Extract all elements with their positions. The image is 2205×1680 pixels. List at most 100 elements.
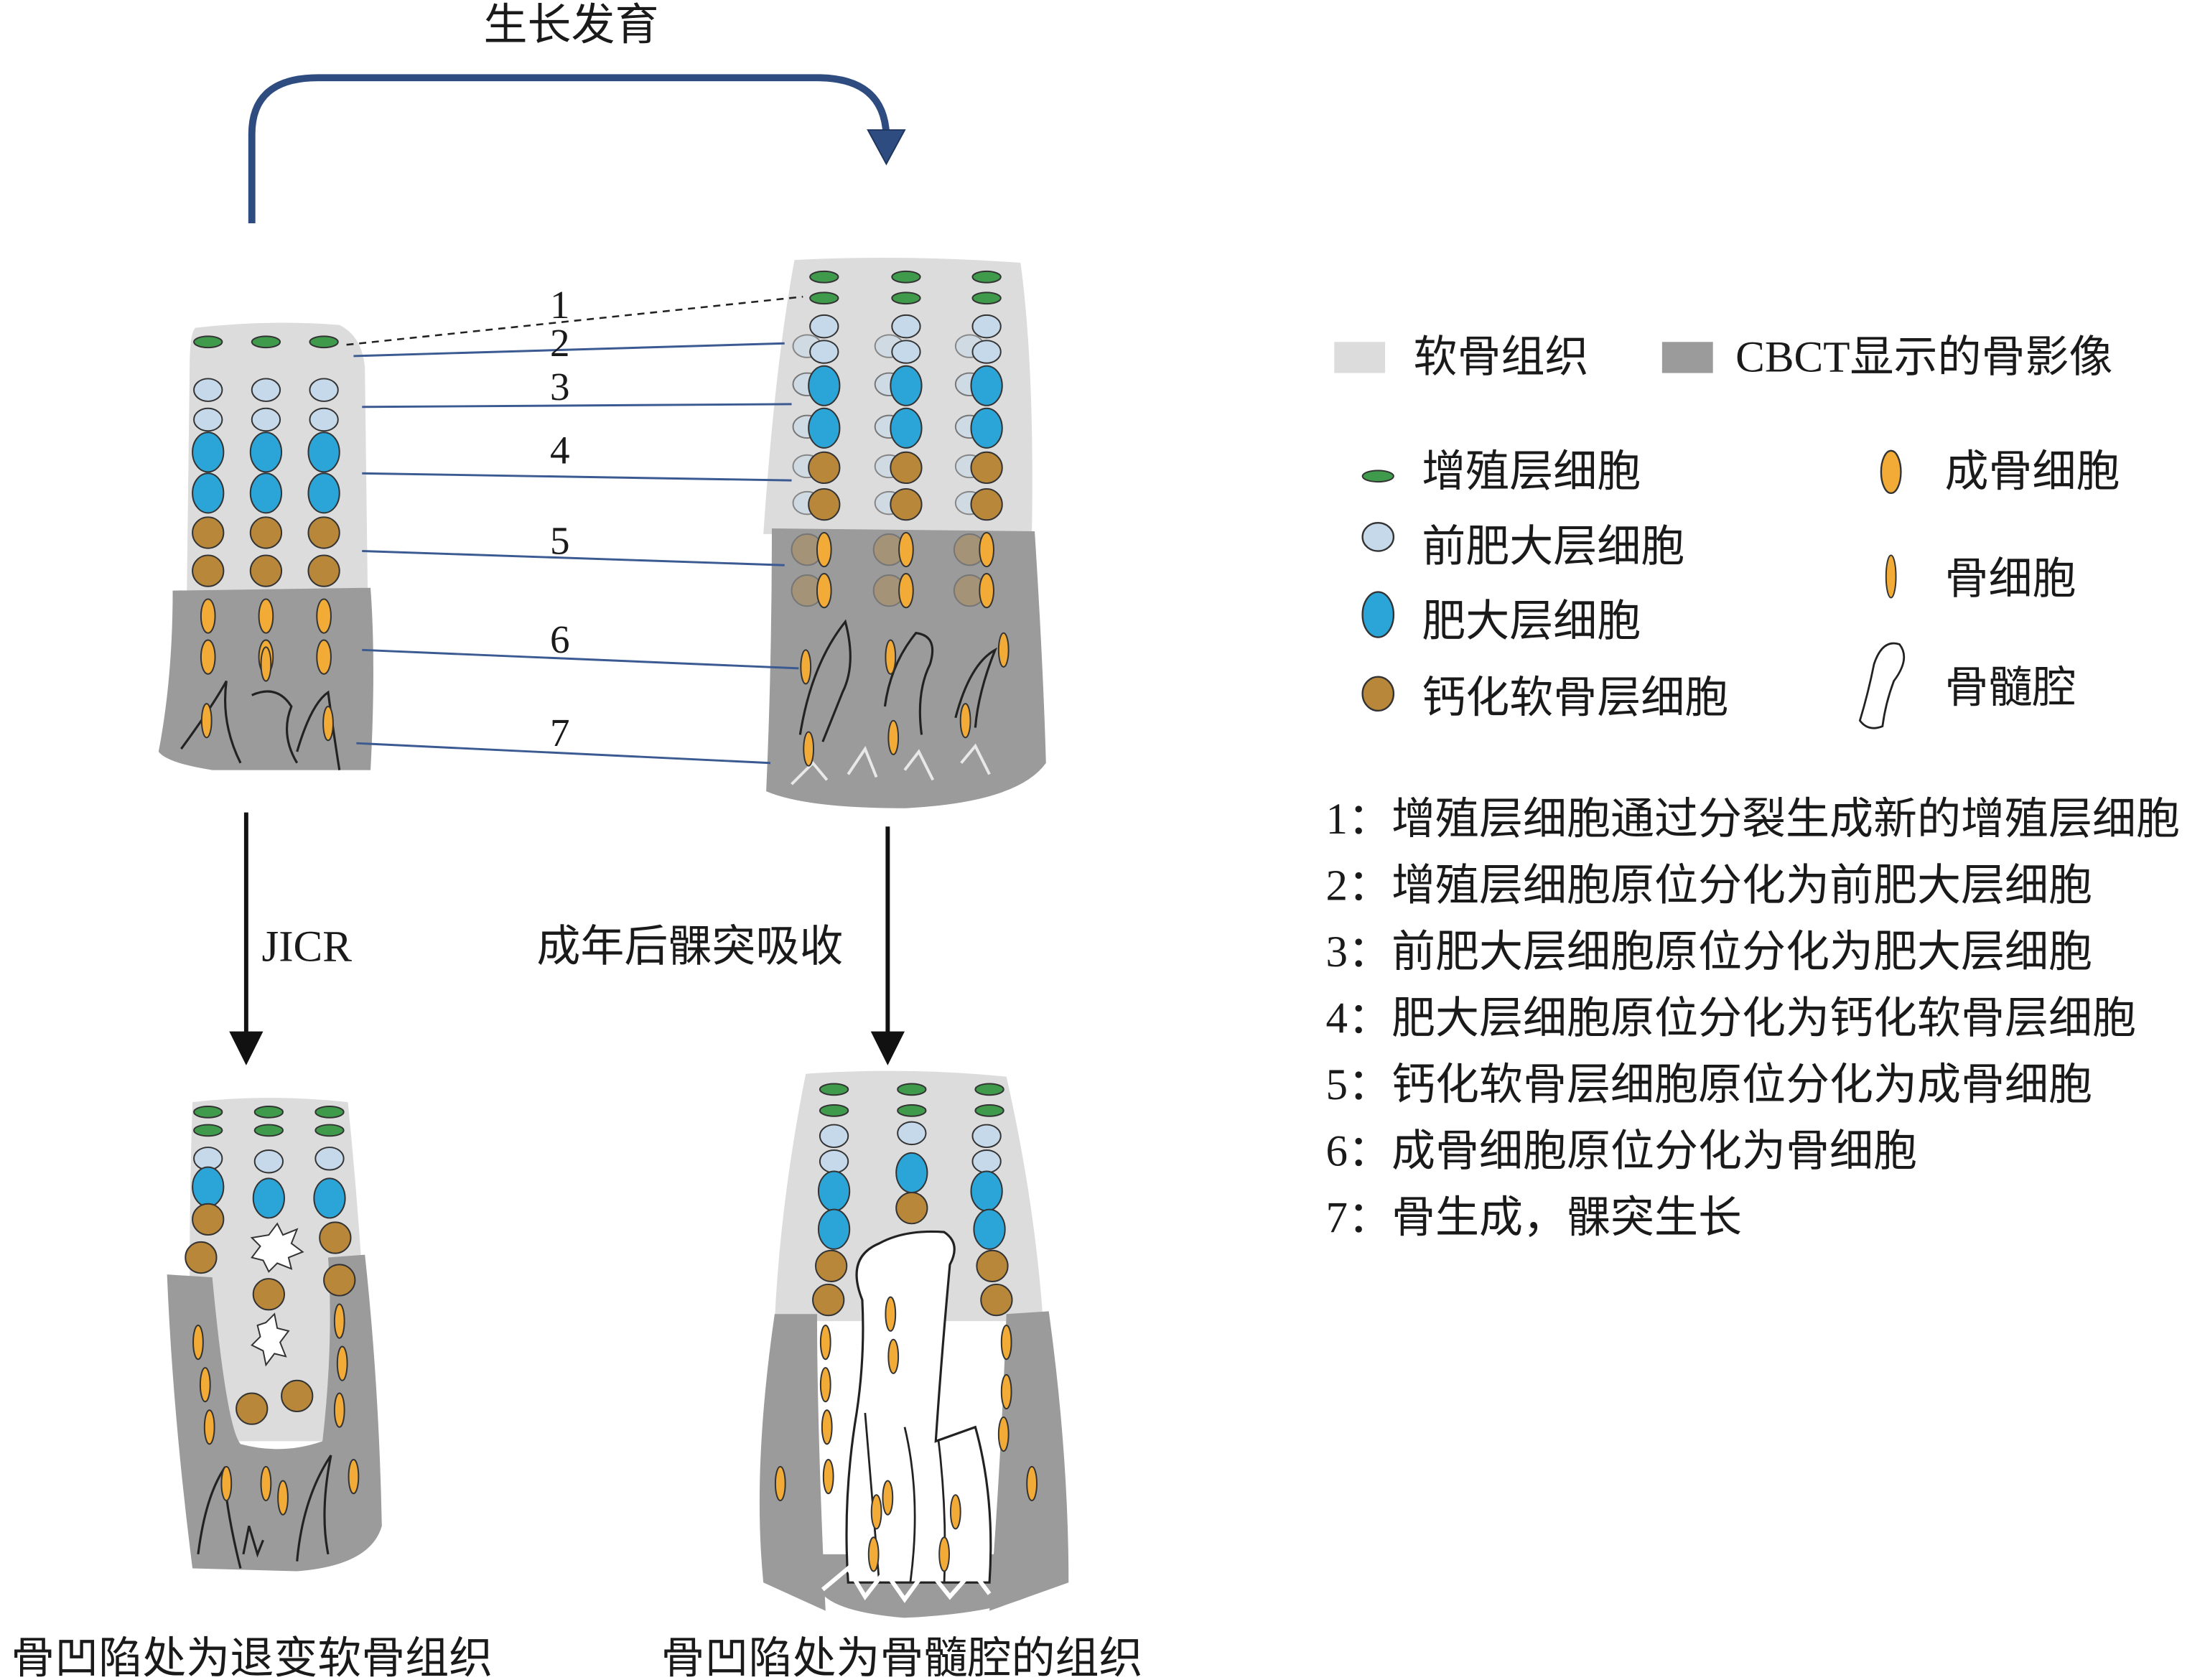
hypertrophic-cell-icon (973, 1208, 1006, 1250)
osteoblast-icon (979, 531, 994, 568)
prehypertrophic-cell-icon (819, 1124, 849, 1149)
calcified-cell-icon (895, 1192, 928, 1225)
hypertrophic-cell-icon (890, 407, 923, 449)
step-2-text: 2：增殖层细胞原位分化为前肥大层细胞 (1325, 862, 2092, 910)
calcified-cell-icon (307, 554, 340, 587)
osteoblast-icon (258, 598, 274, 634)
proliferative-cell-icon (314, 1105, 345, 1119)
hypertrophic-cell-icon (252, 1177, 285, 1219)
osteocyte-icon (277, 1480, 289, 1516)
marrow-cavity-icon (1858, 642, 1906, 729)
cell-layer (185, 270, 1038, 1572)
prehypertrophic-cell-icon (309, 407, 339, 432)
proliferative-cell-icon (809, 291, 839, 305)
prehypertrophic-cell-icon (897, 1121, 927, 1146)
step-connectors (346, 296, 803, 765)
osteocyte-icon (885, 1296, 897, 1332)
osteoblast-icon (1880, 449, 1902, 495)
hypertrophic-cell-icon (970, 1170, 1003, 1212)
prehypertrophic-cell-icon (251, 407, 281, 432)
hypertrophic-cell-icon (808, 407, 841, 449)
step-5-text: 5：钙化软骨层细胞原位分化为成骨细胞 (1325, 1061, 2092, 1109)
calcified-cell-icon (808, 451, 841, 485)
step-number-6: 6 (550, 617, 570, 661)
calcified-cell-icon (192, 516, 225, 549)
hypertrophic-cell-icon (307, 431, 340, 473)
calcified-cell-icon (815, 1249, 848, 1282)
bone-formation-texture (791, 743, 991, 785)
osteocyte-icon (774, 1465, 786, 1502)
calcified-cell-icon (890, 487, 923, 521)
osteocyte-icon (867, 1536, 880, 1572)
osteocyte-icon (200, 703, 213, 739)
osteocyte-icon (870, 1494, 882, 1530)
prehypertrophic-cell-icon (809, 340, 839, 364)
step-number-1: 1 (550, 283, 570, 327)
prehypertrophic-cell-icon (1361, 521, 1395, 552)
hypertrophic-cell-icon (249, 431, 283, 473)
osteocyte-icon (1026, 1465, 1038, 1502)
bone-swatch (1661, 342, 1713, 373)
hypertrophic-cell-icon (192, 472, 225, 514)
bottom-left-caption: 骨凹陷处为退变软骨组织 (11, 1635, 493, 1680)
osteocyte-icon (887, 719, 900, 755)
legend-bone-label: CBCT显示的骨影像 (1735, 334, 2112, 382)
step-number-5: 5 (550, 518, 570, 562)
osteocyte-icon (803, 731, 815, 767)
calcified-cell-icon (970, 487, 1003, 521)
hypertrophic-cell-icon (970, 407, 1003, 449)
legend: 软骨组织 CBCT显示的骨影像 增殖层细胞 前肥大层细胞 肥大层细胞 钙化软骨层… (1334, 334, 2120, 729)
osteoblast-icon (898, 573, 914, 609)
osteocyte-icon (822, 1459, 834, 1495)
osteocyte-icon (819, 1367, 831, 1403)
osteocyte-icon (938, 1536, 950, 1572)
prehypertrophic-cell-icon (809, 314, 839, 339)
hypertrophic-cell-icon (890, 365, 923, 406)
osteocyte-icon (997, 1416, 1010, 1452)
legend-hypertrophic-label: 肥大层细胞 (1422, 598, 1641, 646)
osteocyte-icon (348, 1459, 360, 1495)
degenerated-cell-icon (250, 1222, 304, 1273)
osteoblast-icon (898, 531, 914, 568)
calcified-cell-icon (323, 1264, 356, 1297)
proliferative-cell-icon (314, 1124, 345, 1137)
bone-region (167, 1254, 382, 1572)
degenerated-cell-icon (251, 1312, 290, 1367)
osteocyte-icon (819, 1325, 831, 1361)
proliferative-cell-icon (974, 1083, 1004, 1096)
step-7-text: 7：骨生成，髁突生长 (1325, 1194, 1742, 1242)
osteocyte-icon (949, 1494, 961, 1530)
osteocyte-icon (192, 1325, 204, 1361)
hypertrophic-cell-icon (808, 365, 841, 406)
calcified-cell-icon (252, 1278, 285, 1311)
calcified-cell-icon (249, 554, 283, 587)
step-number-7: 7 (550, 711, 570, 755)
proliferative-cell-icon (891, 270, 921, 284)
prehypertrophic-cell-icon (891, 340, 921, 364)
calcified-cell-icon (185, 1241, 218, 1274)
osteocyte-icon (1000, 1373, 1012, 1410)
osteocyte-icon (333, 1303, 345, 1339)
prehypertrophic-cell-icon (309, 378, 339, 402)
osteoblast-icon (316, 639, 332, 675)
proliferative-cell-icon (971, 291, 1002, 305)
legend-proliferative-label: 增殖层细胞 (1422, 448, 1641, 496)
calcified-cell-icon (808, 487, 841, 521)
osteocyte-icon (333, 1392, 345, 1428)
hypertrophic-cell-icon (895, 1152, 928, 1194)
bottom-right-caption: 骨凹陷处为骨髓腔的组织 (661, 1635, 1143, 1680)
hypertrophic-cell-icon (307, 472, 340, 514)
osteocyte-icon (336, 1345, 348, 1381)
calcified-cell-icon (192, 1203, 225, 1236)
step-4-text: 4：肥大层细胞原位分化为钙化软骨层细胞 (1325, 995, 2136, 1043)
osteocyte-icon (220, 1465, 233, 1502)
osteoblast-icon (200, 598, 216, 634)
jicr-arrow (229, 812, 264, 1065)
proliferative-cell-icon (253, 1124, 284, 1137)
marrow-outline (180, 680, 341, 770)
prehypertrophic-cell-icon (971, 1149, 1002, 1174)
prehypertrophic-cell-icon (253, 1149, 284, 1174)
proliferative-cell-icon (1361, 470, 1394, 483)
legend-prehypertrophic-label: 前肥大层细胞 (1422, 523, 1684, 571)
osteocyte-icon (260, 646, 272, 682)
